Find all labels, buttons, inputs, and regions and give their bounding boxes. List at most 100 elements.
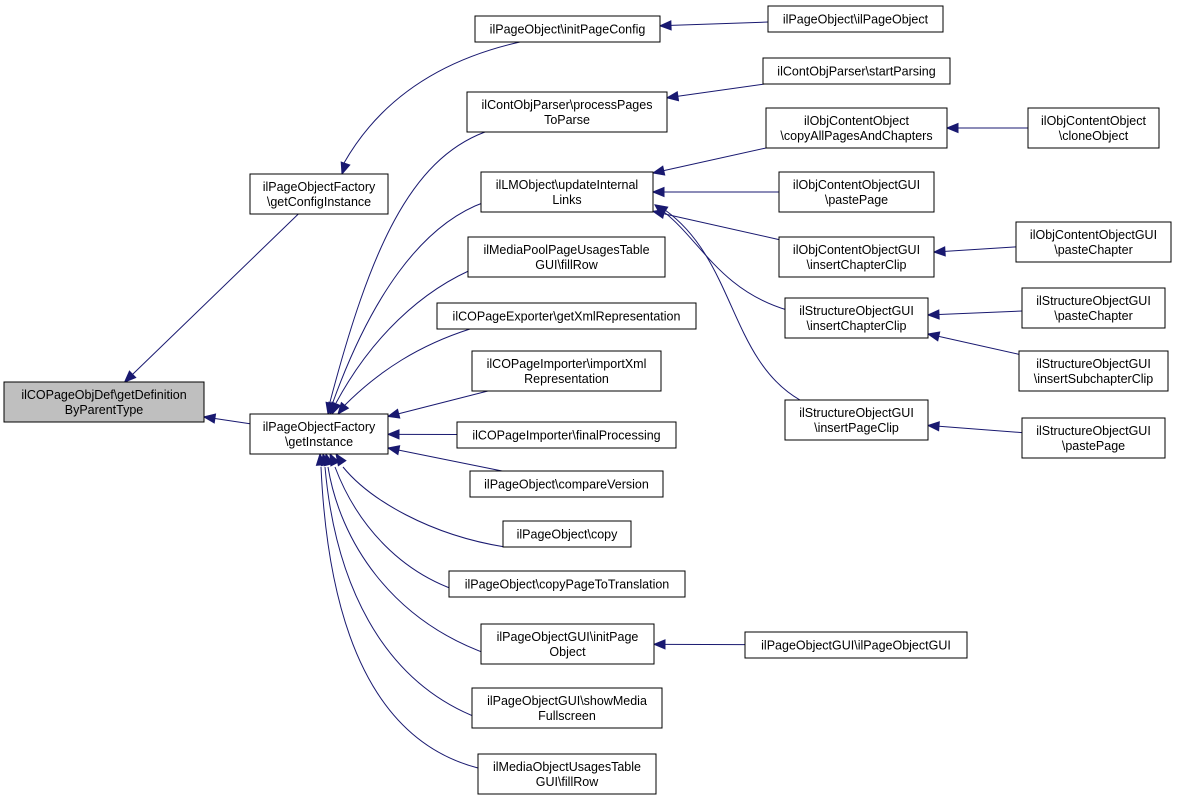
edge-line: [344, 328, 471, 406]
arrowhead: [337, 401, 350, 416]
edge-factory_config-to-root: [123, 213, 299, 383]
arrowhead: [651, 165, 666, 176]
node-label-line: ilStructureObjectGUI: [799, 406, 914, 420]
edge-exporter-to-factory_instance: [337, 328, 471, 416]
node-clone-object[interactable]: ilObjContentObject\cloneObject: [1027, 107, 1160, 149]
node-label-line: ilPageObject\compareVersion: [484, 478, 649, 492]
edge-line: [677, 83, 765, 97]
node-box: [448, 570, 686, 598]
node-coo-insert-clip[interactable]: ilObjContentObjectGUI\insertChapterClip: [778, 236, 935, 278]
node-box: [1018, 350, 1169, 392]
node-box: [249, 413, 389, 455]
node-copy-translation[interactable]: ilPageObject\copyPageToTranslation: [448, 570, 686, 598]
node-label-line: ilPageObjectFactory: [263, 180, 376, 194]
edge-line: [938, 425, 1023, 434]
node-label-line: \insertPageClip: [814, 421, 899, 435]
edges-layer: [123, 20, 1028, 769]
edge-so_insert_clip-to-update_links: [653, 204, 788, 311]
node-box: [466, 91, 668, 133]
node-label-line: \insertSubchapterClip: [1034, 372, 1154, 386]
node-label-line: GUI\fillRow: [535, 258, 598, 272]
edge-line: [664, 209, 801, 401]
node-label-line: ilPageObjectGUI\ilPageObjectGUI: [761, 639, 951, 653]
node-label-line: ilMediaObjectUsagesTable: [493, 760, 641, 774]
node-start-parsing[interactable]: ilContObjParser\startParsing: [762, 57, 951, 85]
node-box: [744, 631, 968, 659]
node-label-line: GUI\fillRow: [536, 775, 599, 789]
node-copy-all-pages[interactable]: ilObjContentObject\copyAllPagesAndChapte…: [765, 107, 948, 149]
arrowhead: [340, 161, 351, 176]
edge-line: [327, 466, 491, 656]
node-label-line: ilStructureObjectGUI: [1036, 294, 1151, 308]
node-box: [765, 107, 948, 149]
node-label-line: \cloneObject: [1059, 129, 1129, 143]
node-box: [477, 753, 657, 795]
node-so-insert-sub[interactable]: ilStructureObjectGUI\insertSubchapterCli…: [1018, 350, 1169, 392]
arrowhead: [386, 429, 400, 440]
arrowhead: [335, 452, 347, 467]
node-label-line: \pasteChapter: [1054, 243, 1133, 257]
arrowhead: [932, 246, 946, 257]
node-compare-version[interactable]: ilPageObject\compareVersion: [469, 470, 664, 498]
node-box: [480, 171, 654, 213]
edge-line: [663, 213, 780, 241]
edge-line: [944, 246, 1017, 252]
edge-line: [332, 201, 486, 403]
edge-line: [663, 147, 767, 172]
node-box: [778, 236, 935, 278]
node-label-line: ilCOPageImporter\importXml: [487, 357, 647, 371]
node-label-line: ilPageObjectGUI\showMedia: [487, 694, 647, 708]
edge-line: [938, 310, 1023, 316]
node-label-line: Object: [549, 645, 586, 659]
edge-line: [398, 390, 489, 415]
node-so-paste-page[interactable]: ilStructureObjectGUI\pastePage: [1021, 417, 1166, 459]
edge-gui_ctor-to-gui_init_page: [652, 639, 746, 650]
arrowhead: [658, 20, 672, 31]
node-page-object-ctor[interactable]: ilPageObject\ilPageObject: [767, 5, 944, 33]
node-importer-final[interactable]: ilCOPageImporter\finalProcessing: [456, 421, 677, 449]
node-label-line: ilStructureObjectGUI: [799, 304, 914, 318]
node-box: [436, 302, 697, 330]
node-label-line: \pasteChapter: [1054, 309, 1133, 323]
node-so-insert-page[interactable]: ilStructureObjectGUI\insertPageClip: [784, 399, 929, 441]
node-so-insert-clip[interactable]: ilStructureObjectGUI\insertChapterClip: [784, 297, 929, 339]
node-label-line: ilStructureObjectGUI: [1036, 357, 1151, 371]
node-init-page-config[interactable]: ilPageObject\initPageConfig: [474, 15, 661, 43]
edge-start_parsing-to-process_pages: [665, 83, 765, 102]
node-label-line: ilContObjParser\startParsing: [777, 65, 935, 79]
node-po-copy[interactable]: ilPageObject\copy: [502, 520, 632, 548]
edge-page_object_ctor-to-init_page_config: [658, 20, 769, 31]
node-exporter[interactable]: ilCOPageExporter\getXmlRepresentation: [436, 302, 697, 330]
node-box: [3, 381, 205, 423]
node-label-line: ilObjContentObjectGUI: [793, 243, 920, 257]
edge-copy_all_pages-to-update_links: [651, 147, 767, 176]
edge-init_page_config-to-factory_config: [340, 41, 521, 176]
edge-so_paste_chapter-to-so_insert_clip: [926, 309, 1023, 320]
nodes-layer: ilCOPageObjDef\getDefinitionByParentType…: [3, 5, 1172, 795]
edge-factory_instance-to-root: [202, 413, 251, 425]
node-label-line: ilCOPageObjDef\getDefinition: [21, 388, 186, 402]
node-coo-paste-chapter[interactable]: ilObjContentObjectGUI\pasteChapter: [1015, 221, 1172, 263]
node-box: [469, 470, 664, 498]
node-label-line: ilPageObjectGUI\initPage: [497, 630, 639, 644]
arrowhead: [651, 186, 665, 198]
node-box: [480, 623, 655, 665]
node-factory-config[interactable]: ilPageObjectFactory\getConfigInstance: [249, 173, 389, 215]
node-so-paste-chapter[interactable]: ilStructureObjectGUI\pasteChapter: [1021, 287, 1166, 329]
node-label-line: ToParse: [544, 113, 590, 127]
arrowhead: [654, 204, 669, 216]
node-box: [784, 297, 929, 339]
node-gui-ctor[interactable]: ilPageObjectGUI\ilPageObjectGUI: [744, 631, 968, 659]
node-factory-instance[interactable]: ilPageObjectFactory\getInstance: [249, 413, 389, 455]
node-coo-paste-page[interactable]: ilObjContentObjectGUI\pastePage: [778, 171, 935, 213]
edge-line: [214, 418, 251, 425]
edge-line: [335, 265, 481, 404]
